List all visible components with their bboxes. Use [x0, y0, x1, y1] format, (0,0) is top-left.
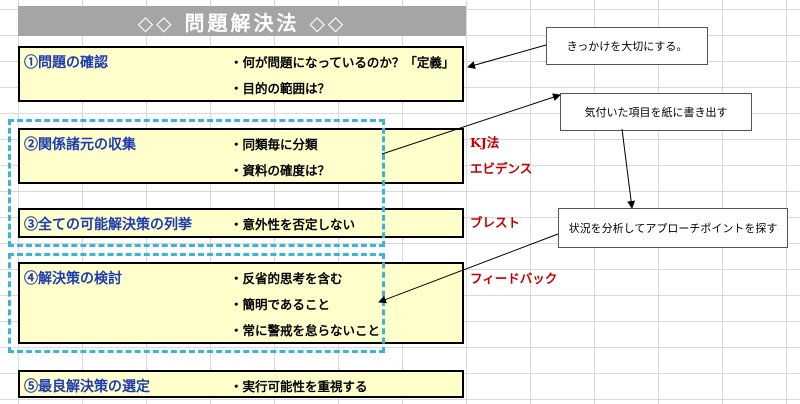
note-kj: KJ法 [470, 135, 500, 150]
section-2-heading: ②関係諸元の収集 [24, 137, 136, 153]
arrow-to-section-1 [467, 44, 547, 69]
note-feedback: フィードバック [470, 271, 558, 286]
section-3-item-1: ・意外性を否定しない [230, 217, 356, 232]
section-5-item-1: ・実行可能性を重視する [230, 379, 368, 394]
section-4-box[interactable]: ④解決策の検討 ・反省的思考を含む ・簡明であること ・常に警戒を怠らないこと [18, 262, 464, 344]
section-1-item-1: ・何が問題になっているのか？「定義」 [230, 55, 455, 70]
title-banner: ◇◇ 問題解決法 ◇◇ [18, 6, 466, 36]
callout-write-down[interactable]: 気付いた項目を紙に書き出す [560, 93, 752, 131]
arrow-to-callout-write [381, 93, 561, 155]
section-2-item-1: ・同類毎に分類 [230, 137, 318, 152]
section-1-heading: ①問題の確認 [24, 55, 108, 71]
section-2-box[interactable]: ②関係諸元の収集 ・同類毎に分類 ・資料の確度は？ [18, 128, 464, 184]
callout-opportunity[interactable]: きっかけを大切にする。 [546, 27, 708, 65]
section-4-item-1: ・反省的思考を含む [230, 271, 343, 286]
arrow-write-to-analyze [621, 128, 636, 209]
callout-analyze[interactable]: 状況を分析してアプローチポイントを探す [558, 208, 788, 248]
section-1-item-2: ・目的の範囲は？ [230, 81, 331, 96]
note-evidence: エビデンス [470, 161, 533, 176]
section-3-box[interactable]: ③全ての可能解決策の列挙 ・意外性を否定しない [18, 208, 464, 238]
note-brainstorm: ブレスト [470, 215, 521, 230]
section-4-item-3: ・常に警戒を怠らないこと [230, 323, 381, 338]
section-1-box[interactable]: ①問題の確認 ・何が問題になっているのか？「定義」 ・目的の範囲は？ [18, 46, 464, 102]
section-5-heading: ⑤最良解決策の選定 [24, 379, 150, 395]
section-4-item-2: ・簡明であること [230, 297, 330, 312]
section-3-heading: ③全ての可能解決策の列挙 [24, 217, 192, 233]
section-4-heading: ④解決策の検討 [24, 271, 122, 287]
section-2-item-2: ・資料の確度は？ [230, 163, 331, 178]
arrow-to-section-4 [378, 233, 559, 304]
section-5-box[interactable]: ⑤最良解決策の選定 ・実行可能性を重視する [18, 370, 464, 398]
dashed-group-2-3 [8, 119, 385, 247]
